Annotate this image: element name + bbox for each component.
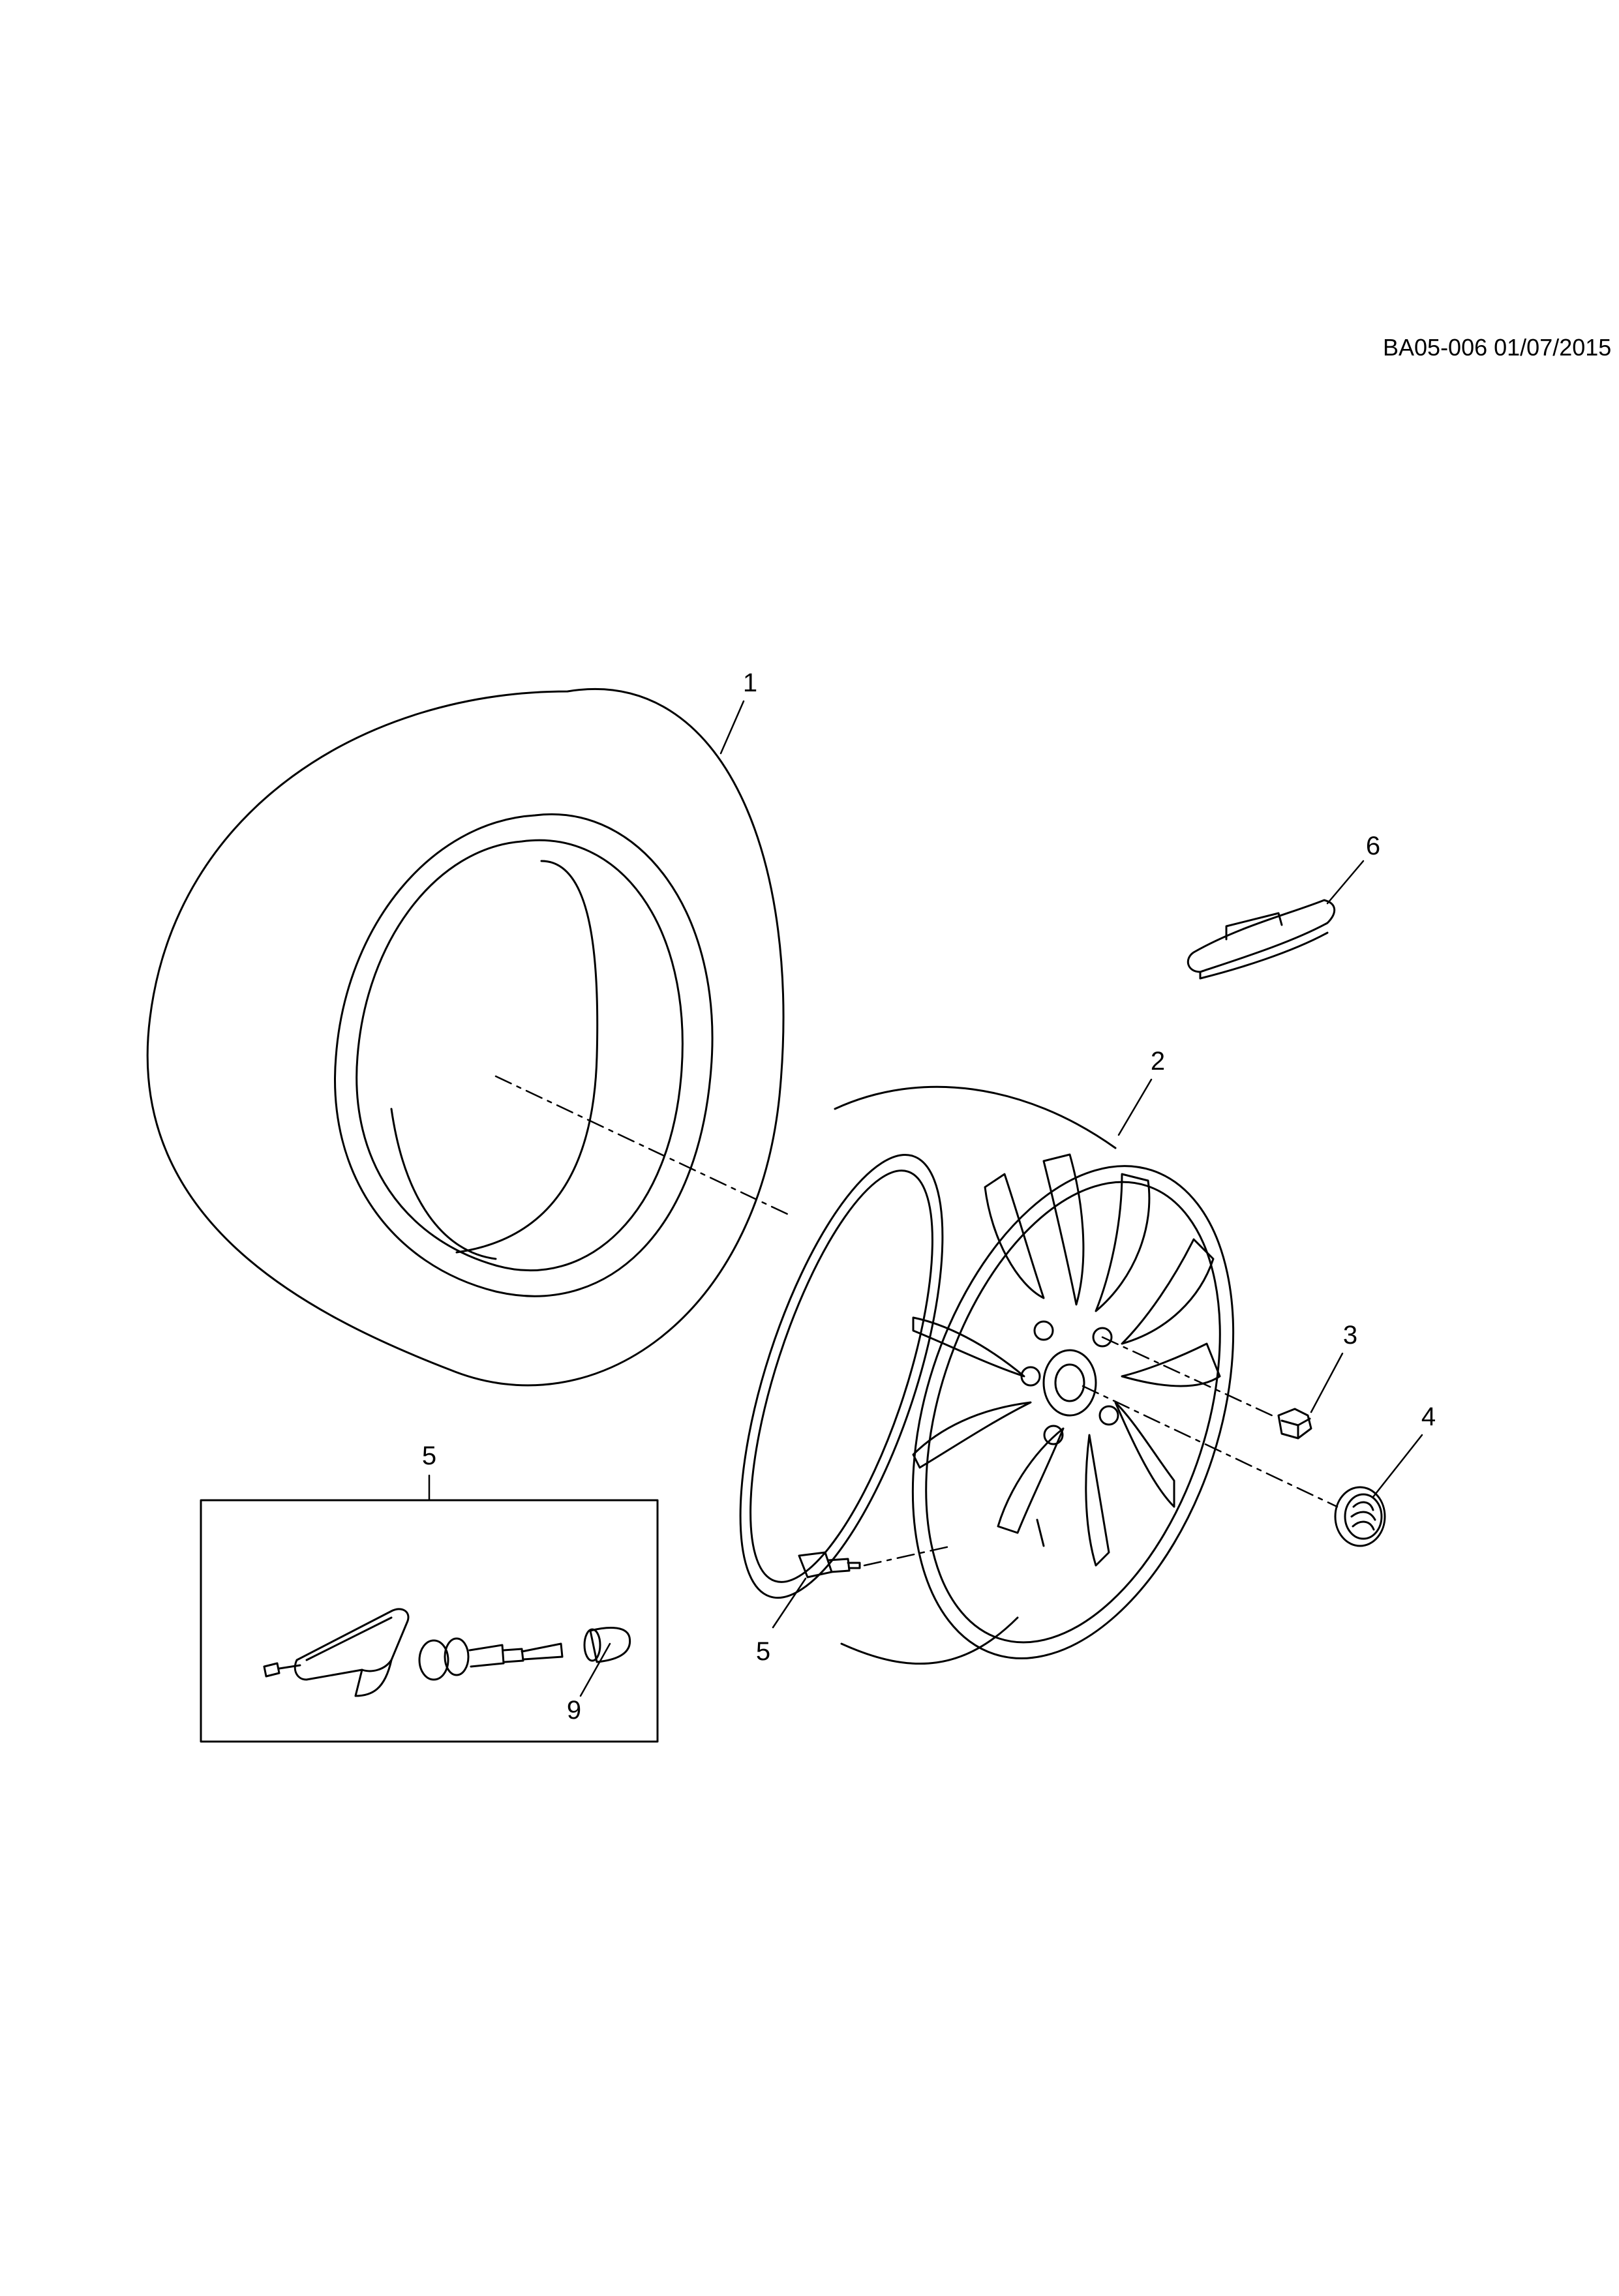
callout-5-sensor: 5 xyxy=(756,1637,770,1666)
wheel-nut-illustration xyxy=(1277,1408,1312,1440)
callout-9: 9 xyxy=(567,1696,581,1725)
tire-illustration xyxy=(146,687,785,1387)
tpms-kit-illustration xyxy=(200,1499,659,1743)
wheel-illustration xyxy=(739,1085,1235,1665)
balance-weight-illustration xyxy=(1187,899,1336,980)
callout-6: 6 xyxy=(1366,832,1380,860)
callout-4: 4 xyxy=(1421,1402,1436,1431)
diagram-reference-code: BA05-006 01/07/2015 xyxy=(1383,334,1612,361)
callout-5-kit: 5 xyxy=(422,1442,436,1470)
leader-lines xyxy=(428,700,1423,1697)
callout-1: 1 xyxy=(743,669,757,697)
center-cap-illustration xyxy=(1334,1486,1386,1547)
tpms-sensor-illustration xyxy=(798,1551,861,1578)
callout-3: 3 xyxy=(1343,1321,1357,1350)
callout-2: 2 xyxy=(1151,1047,1165,1076)
axis-lines xyxy=(494,1075,1339,1567)
